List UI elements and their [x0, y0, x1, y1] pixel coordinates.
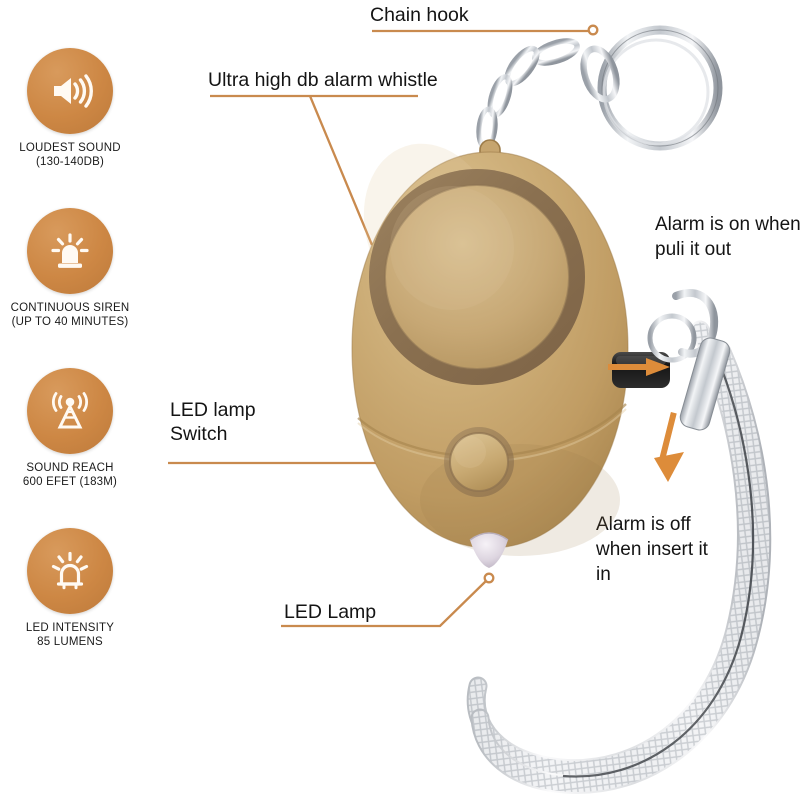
wrist-strap [466, 320, 772, 794]
callout-led-lamp: LED Lamp [284, 601, 377, 623]
instruction-arrows [608, 358, 684, 482]
speaker-cone [385, 185, 569, 369]
marker-chain-hook [587, 24, 599, 36]
led-lamp [470, 533, 508, 568]
callout-alarm-off-line3: in [596, 564, 611, 585]
alarm-body [351, 143, 629, 568]
leader-led-lamp [281, 579, 488, 628]
callout-alarm-on-line1: Alarm is on when [655, 214, 800, 235]
badge-line-2: (UP TO 40 MINUTES) [11, 316, 129, 328]
pin-split-ring [647, 313, 697, 363]
callout-whistle: Ultra high db alarm whistle [208, 69, 438, 91]
callout-chain-hook: Chain hook [370, 4, 469, 26]
pull-arrow [608, 358, 670, 376]
pull-pin-assembly [612, 289, 731, 431]
chain-link [532, 38, 580, 66]
feature-badge-label: SOUND REACH 600 EFET (183M) [0, 461, 140, 489]
feature-badge-loudest-sound: LOUDEST SOUND (130-140DB) [0, 48, 140, 169]
callout-led-switch-line2: Switch [170, 423, 228, 445]
siren-beacon-icon [27, 208, 113, 294]
feature-badge-led-intensity: LED INTENSITY 85 LUMENS [0, 528, 140, 649]
led-switch-button[interactable] [450, 433, 508, 491]
chain-link-connector [580, 45, 620, 103]
badge-line-1: CONTINUOUS SIREN [10, 302, 130, 314]
strap-clip [672, 289, 719, 358]
badge-line-2: (130-140DB) [35, 156, 105, 168]
key-chain [476, 25, 723, 159]
badge-line-1: LOUDEST SOUND [19, 142, 121, 154]
badge-line-2: 85 LUMENS [37, 636, 103, 648]
badge-line-1: LED INTENSITY [25, 622, 115, 634]
strap-ferrule [679, 337, 731, 431]
feature-badge-label: CONTINUOUS SIREN (UP TO 40 MINUTES) [0, 301, 140, 329]
feature-badge-sound-reach: SOUND REACH 600 EFET (183M) [0, 368, 140, 489]
feature-badge-label: LOUDEST SOUND (130-140DB) [0, 141, 140, 169]
feature-badge-column: LOUDEST SOUND (130-140DB) CONTINUOUS SIR… [0, 0, 140, 800]
badge-line-2: 600 EFET (183M) [22, 476, 118, 488]
callout-alarm-off-line1: Alarm is off [596, 514, 691, 535]
led-lamp-rays-icon [27, 528, 113, 614]
badge-line-1: SOUND REACH [26, 462, 114, 474]
callout-led-switch-line1: LED lamp [170, 399, 256, 421]
insert-arrow [654, 411, 684, 482]
callout-alarm-off-line2: when insert it [596, 539, 708, 560]
radio-tower-icon [27, 368, 113, 454]
speaker-waves-icon [27, 48, 113, 134]
callout-alarm-on-line2: puli it out [655, 239, 732, 260]
marker-led-lamp [483, 572, 495, 584]
feature-badge-continuous-siren: CONTINUOUS SIREN (UP TO 40 MINUTES) [0, 208, 140, 329]
feature-badge-label: LED INTENSITY 85 LUMENS [0, 621, 140, 649]
